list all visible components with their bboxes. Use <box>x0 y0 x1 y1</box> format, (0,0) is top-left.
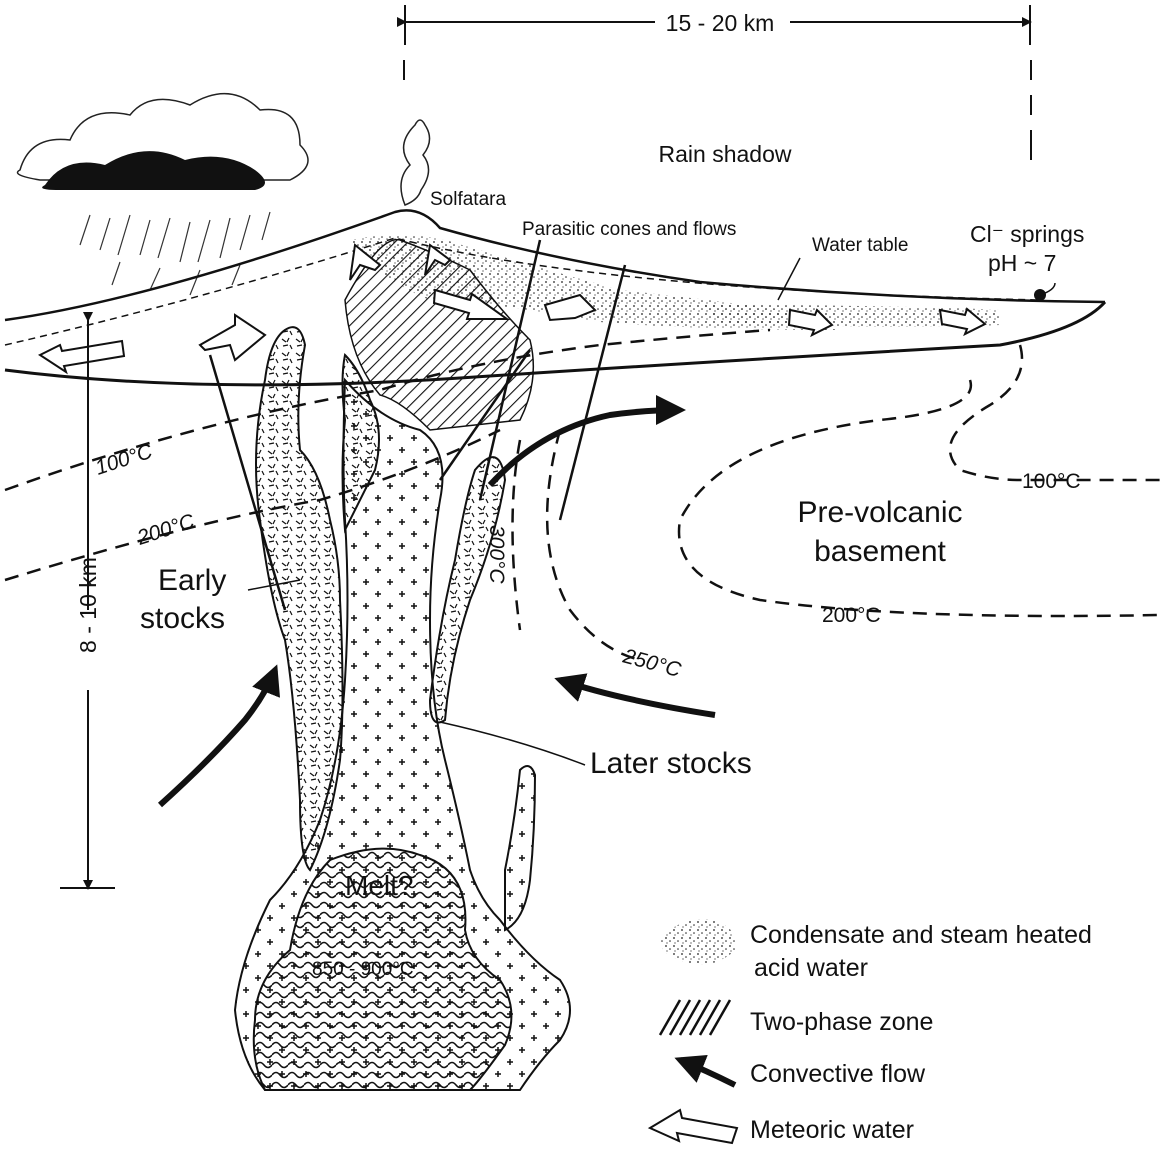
width-scale-label: 15 - 20 km <box>666 10 775 36</box>
isotherm-200-right-label: 200°C <box>822 604 881 627</box>
two-phase-legend-swatch <box>660 1000 730 1035</box>
legend-convective-label: Convective flow <box>750 1060 926 1088</box>
convective-legend-arrow <box>680 1060 735 1085</box>
isotherm-100-left-label: 100°C <box>92 440 156 480</box>
springs-ph-label: pH ~ 7 <box>988 250 1056 276</box>
rain-shadow-label: Rain shadow <box>659 141 792 167</box>
springs-label: Cl⁻ springs <box>970 221 1084 247</box>
early-stocks-label: Early <box>158 564 226 597</box>
solfatara-plume-icon <box>401 120 430 205</box>
isotherm-100-right <box>950 345 1160 480</box>
isotherm-250-label: 250°C <box>620 644 684 682</box>
meteoric-legend-arrow <box>650 1110 737 1143</box>
legend-two-phase-label: Two-phase zone <box>750 1008 933 1036</box>
legend-condensate-label: Condensate and steam heated <box>750 921 1092 949</box>
later-stock-finger <box>505 766 535 930</box>
water-table-label: Water table <box>812 235 908 256</box>
parasitic-cones-label: Parasitic cones and flows <box>522 219 736 240</box>
later-stocks-label: Later stocks <box>590 747 752 780</box>
basement-label-2: basement <box>814 535 946 568</box>
condensate-legend-swatch <box>660 919 736 964</box>
isotherm-200-left-label: 200°C <box>133 510 198 551</box>
isotherm-100-right-label: 100°C <box>1022 470 1081 493</box>
legend: Condensate and steam heated acid water T… <box>650 919 1092 1144</box>
isotherm-300-label: 300°C <box>485 525 508 584</box>
early-stocks-label-2: stocks <box>140 602 225 635</box>
legend-meteoric-label: Meteoric water <box>750 1116 914 1144</box>
melt-temperature-label: 850 - 900°C <box>312 959 414 980</box>
melt-label: Melt? <box>345 870 413 901</box>
isotherm-300 <box>513 440 521 630</box>
basement-label: Pre-volcanic <box>797 496 962 529</box>
legend-condensate-label-2: acid water <box>754 954 868 982</box>
depth-scale-label: 8 - 10 km <box>75 557 101 653</box>
rain-cloud-icon <box>18 94 309 295</box>
solfatara-label: Solfatara <box>430 189 506 210</box>
isotherm-250 <box>547 430 640 660</box>
